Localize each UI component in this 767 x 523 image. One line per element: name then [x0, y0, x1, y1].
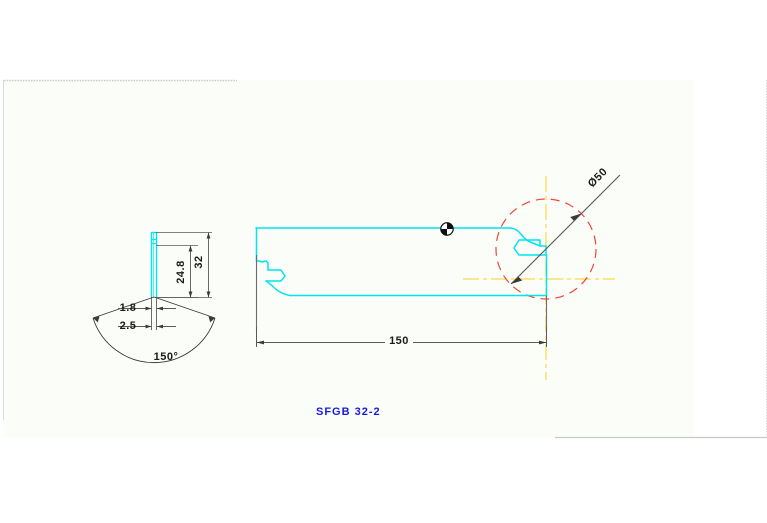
blade-shank-lines: [151, 297, 157, 330]
dim-150-group: 150: [256, 327, 547, 347]
angle-fan-group: [92, 296, 216, 364]
dim-2-5-text: 2.5: [120, 320, 137, 332]
drawing-canvas-sheet[interactable]: [3, 80, 694, 438]
main-profile-outline: [255, 227, 548, 297]
dim-24-8-text: 24.8: [175, 260, 187, 283]
node-marker-icon[interactable]: [440, 222, 454, 236]
dim-2-5-group: 2.5: [118, 320, 176, 332]
blade-profile-geometry: [150, 231, 158, 297]
dim-32-text: 32: [193, 255, 205, 268]
left-profile-section-view[interactable]: 1.8 2.5 24.8: [92, 231, 216, 364]
dim-32-group: 32: [156, 232, 212, 298]
dim-1-8-group: 1.8: [118, 302, 176, 314]
part-title-label: SFGB 32-2: [316, 406, 381, 418]
main-profile-view[interactable]: 150 Ø50: [255, 166, 621, 380]
dim-1-8-text: 1.8: [120, 302, 137, 314]
dim-150-deg-text: 150°: [154, 351, 179, 363]
dim-150-text: 150: [389, 335, 409, 347]
